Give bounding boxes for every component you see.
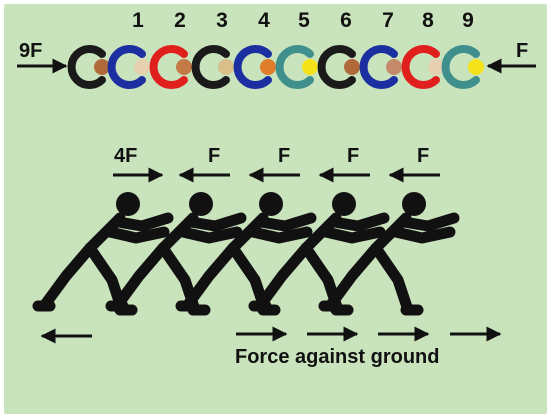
chain-link xyxy=(149,45,192,89)
team-force-label-5: F xyxy=(417,145,429,167)
team-force-label-3: F xyxy=(278,145,290,167)
person-leg-back xyxy=(324,242,382,312)
link-connector xyxy=(176,59,192,75)
link-connector xyxy=(468,59,484,75)
person-figure xyxy=(248,192,390,316)
applied-force-left-label: 9F xyxy=(19,40,42,62)
team-force-label-4: F xyxy=(347,145,359,167)
person-head xyxy=(402,192,426,216)
link-connector xyxy=(302,59,318,75)
team-force-label-1: 4F xyxy=(114,145,137,167)
link-connector xyxy=(260,59,276,75)
chain-link xyxy=(275,45,318,89)
person-figure xyxy=(318,192,460,316)
person-head xyxy=(189,192,213,216)
link-connector xyxy=(344,59,360,75)
person-arm-upper xyxy=(398,212,460,232)
person-arm-lower xyxy=(247,226,313,244)
link-connector xyxy=(428,59,444,75)
applied-force-right-label: F xyxy=(516,40,528,62)
link-number-8: 8 xyxy=(422,9,434,32)
person-head xyxy=(116,192,140,216)
person-leg-front xyxy=(370,242,414,316)
person-arm-lower xyxy=(320,226,386,244)
person-arm-upper xyxy=(328,212,390,232)
person-leg-back xyxy=(181,242,239,312)
person-arm-upper xyxy=(112,212,174,232)
link-number-4: 4 xyxy=(258,9,270,32)
person-leg-back xyxy=(254,242,312,312)
link-number-3: 3 xyxy=(216,9,228,32)
link-ring xyxy=(149,45,188,89)
link-connector xyxy=(94,59,110,75)
person-head xyxy=(259,192,283,216)
person-arm-lower xyxy=(104,226,170,244)
link-ring xyxy=(275,45,314,89)
person-arm-upper xyxy=(185,212,247,232)
person-figure xyxy=(32,192,174,316)
link-ring xyxy=(107,45,146,89)
link-ring xyxy=(441,45,480,89)
link-number-6: 6 xyxy=(340,9,352,32)
person-leg-back xyxy=(38,242,96,312)
link-ring xyxy=(401,45,440,89)
link-number-5: 5 xyxy=(298,9,310,32)
person-figure xyxy=(175,192,317,316)
person-arm-upper xyxy=(255,212,317,232)
team-force-arrows: 4F F F F F xyxy=(113,145,440,183)
applied-force-left: 9F xyxy=(17,40,68,74)
pushing-people xyxy=(32,192,460,316)
link-connector xyxy=(134,59,150,75)
link-connector xyxy=(218,59,234,75)
link-number-1: 1 xyxy=(132,9,144,32)
link-ring xyxy=(67,45,106,89)
link-ring xyxy=(359,45,398,89)
link-connector xyxy=(386,59,402,75)
chain-link xyxy=(317,45,360,89)
team-force-label-2: F xyxy=(208,145,220,167)
chain-links xyxy=(67,45,484,89)
ground-force-caption: Force against ground xyxy=(235,346,439,368)
chain-link xyxy=(107,45,150,89)
person-head xyxy=(332,192,356,216)
link-number-2: 2 xyxy=(174,9,186,32)
applied-force-right: F xyxy=(486,40,536,74)
chain-link xyxy=(67,45,110,89)
link-number-7: 7 xyxy=(382,9,394,32)
chain-link xyxy=(191,45,234,89)
chain-link xyxy=(401,45,444,89)
person-arm-lower xyxy=(390,226,456,244)
link-ring xyxy=(191,45,230,89)
link-ring xyxy=(317,45,356,89)
chain-link xyxy=(441,45,484,89)
person-leg-back xyxy=(111,242,169,312)
chain-link xyxy=(359,45,402,89)
link-number-9: 9 xyxy=(462,9,474,32)
person-arm-lower xyxy=(177,226,243,244)
link-numbers: 1 2 3 4 5 6 7 8 9 xyxy=(132,9,474,32)
ground-force-arrows xyxy=(40,326,502,344)
link-ring xyxy=(233,45,272,89)
chain-link xyxy=(233,45,276,89)
